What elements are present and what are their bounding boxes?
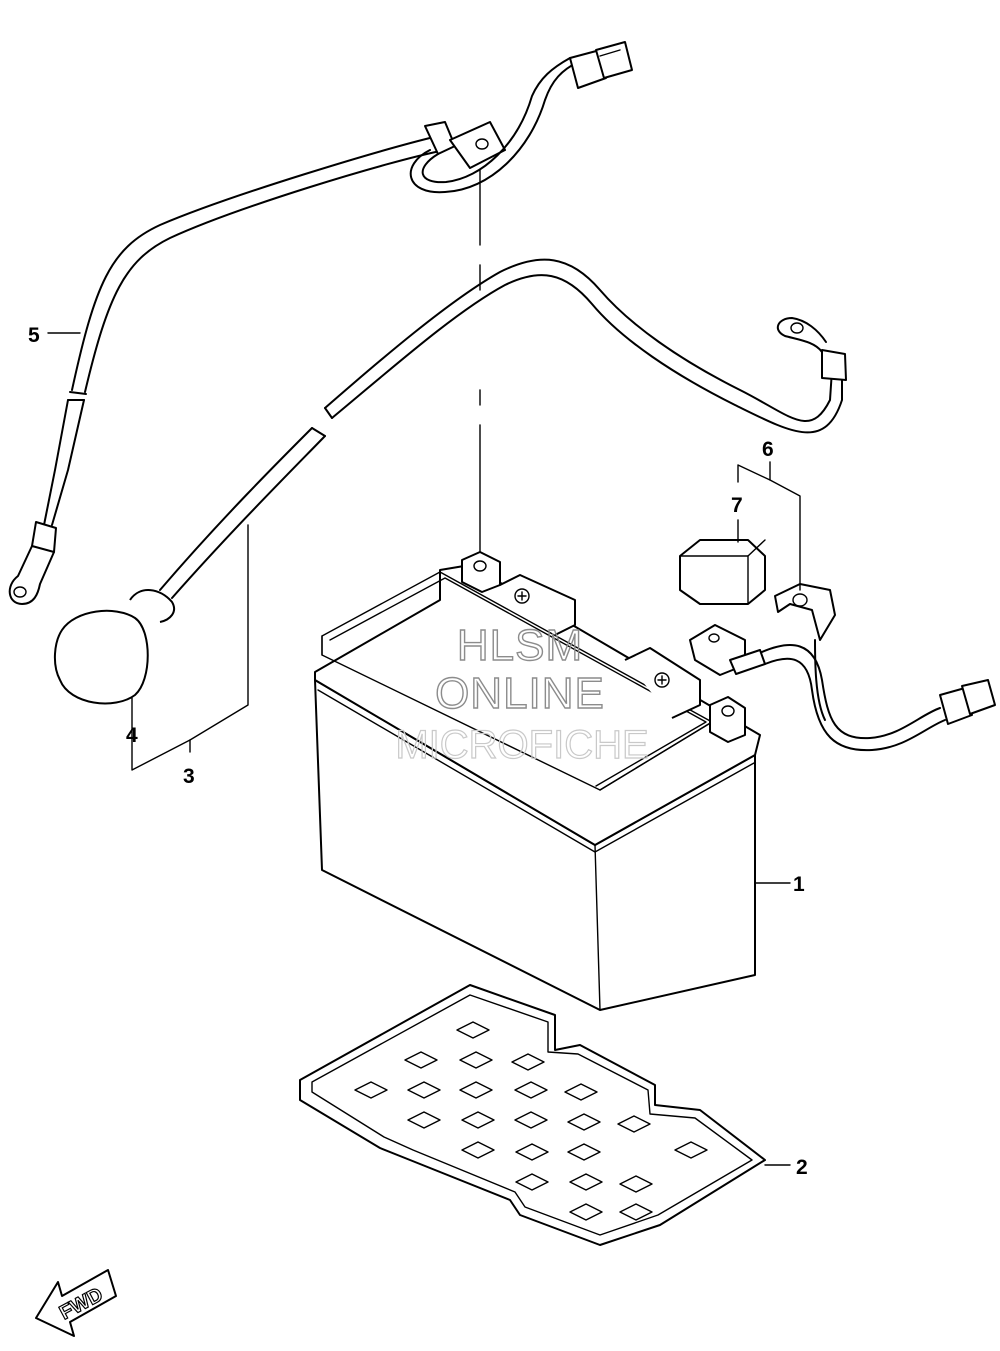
tray-cells	[354, 1021, 708, 1221]
negative-cable-assy	[54, 258, 847, 705]
callout-6: 6	[762, 438, 774, 461]
callout-7: 7	[731, 494, 743, 517]
callout-5: 5	[28, 324, 40, 347]
fuse-holder-assy	[679, 539, 996, 752]
watermark-line-3: MICROFICHE	[395, 723, 648, 767]
fwd-arrow-icon: FWD	[35, 1269, 117, 1337]
battery-tray	[299, 984, 766, 1246]
watermark-line-1: HLSM	[457, 621, 583, 670]
battery	[314, 551, 761, 1011]
leader-lines	[47, 332, 801, 1166]
callout-2: 2	[796, 1156, 808, 1179]
callout-4: 4	[126, 724, 138, 747]
watermark-line-2: ONLINE	[435, 669, 605, 718]
callout-3: 3	[183, 765, 195, 788]
callout-1: 1	[793, 873, 805, 896]
positive-cable	[8, 41, 633, 605]
